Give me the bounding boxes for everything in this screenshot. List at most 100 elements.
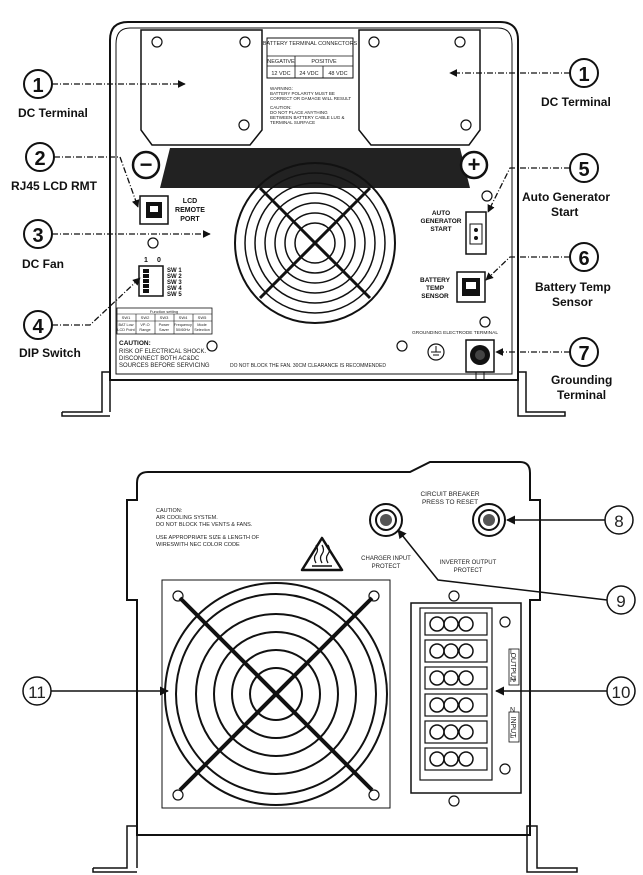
ac-fan-icon: [161, 579, 391, 809]
caution-line-1: CAUTION:: [270, 105, 292, 110]
top-panel: − + BATTERY TERMINAL CONNECTORS NEGATIVE…: [61, 21, 566, 417]
charger-label-2: PROTECT: [372, 564, 401, 570]
callout-6-number: 6: [578, 248, 589, 270]
dip-r2-5: Mode: [197, 323, 207, 327]
warning-line-2: BATTERY POLARITY MUST BE: [270, 91, 335, 96]
sw1-label: SW 1: [167, 268, 182, 274]
top-caution-1: RISK OF ELECTRICAL SHOCK.: [119, 349, 206, 355]
bts-label-1: BATTERY: [420, 277, 451, 284]
top-caution-title: CAUTION:: [119, 340, 151, 347]
dip-col-1: SW1: [122, 315, 131, 320]
callout-11-number: 11: [28, 683, 46, 702]
dip-switch: 1 0 SW 1 SW 2 SW 3 SW 4 SW 5: [138, 257, 182, 298]
dip-function-table: Function setting SW1 SW2 SW3 SW4 SW5 BAT…: [116, 307, 213, 335]
hot-surface-warning-icon: [300, 536, 344, 572]
callout-8-number: 8: [614, 512, 623, 531]
dip-col-5: SW5: [198, 315, 207, 320]
callout-6-label-1: Battery Temp: [535, 280, 611, 294]
bottom-caution-4: USE APPROPRIATE SIZE & LENGTH OF: [156, 535, 260, 541]
plus-symbol: +: [468, 152, 481, 177]
v24-label: 24 VDC: [299, 71, 318, 77]
callout-5-label-1: Auto Generator: [522, 190, 610, 204]
dip-col-3: SW3: [160, 315, 169, 320]
bottom-caution-3: DO NOT BLOCK THE VENTS & FANS.: [156, 522, 253, 528]
positive-label: POSITIVE: [311, 59, 337, 65]
callout-9-number: 9: [616, 592, 625, 611]
callout-3-number: 3: [32, 225, 43, 247]
callout-5-label-2: Start: [551, 205, 578, 219]
charger-label-1: CHARGER INPUT: [361, 556, 411, 562]
ac-terminal-block: L N N L OUTPUT INPUT: [410, 590, 522, 807]
minus-symbol: −: [140, 152, 153, 177]
inverter-output-breaker: [472, 503, 506, 537]
bottom-caution-5: WIRESWITH NEC COLOR CODE: [156, 542, 240, 548]
breaker-label-1: CIRCUIT BREAKER: [420, 491, 479, 498]
callout-2-number: 2: [34, 148, 45, 170]
charger-input-breaker: [369, 503, 403, 537]
ground-symbol-icon: [427, 343, 445, 361]
dip-r3-1: LCD Point: [117, 328, 135, 332]
connector-table: BATTERY TERMINAL CONNECTORS NEGATIVE POS…: [263, 37, 358, 125]
lcd-label-1: LCD: [183, 198, 197, 205]
dip-r2-3: Power: [159, 323, 170, 327]
caution-line-4: TERMINAL SURFACE: [270, 120, 315, 125]
callout-6-label-2: Sensor: [552, 295, 593, 309]
callout-7-label-2: Terminal: [557, 388, 606, 402]
negative-label: NEGATIVE: [267, 59, 295, 65]
bottom-panel: CAUTION: AIR COOLING SYSTEM. DO NOT BLOC…: [92, 461, 578, 873]
bottom-callouts: 8 9 10 11: [22, 505, 636, 706]
dip-col-2: SW2: [141, 315, 150, 320]
dip-on-label: 1: [144, 257, 148, 264]
dip-r2-1: BAT Low: [118, 323, 133, 327]
callout-10-number: 10: [612, 683, 631, 702]
sw4-label: SW 4: [167, 286, 182, 292]
terminal-n-input: N: [510, 707, 515, 714]
agen-label-1: AUTO: [432, 210, 450, 217]
connector-title: BATTERY TERMINAL CONNECTORS: [263, 41, 358, 47]
dip-table-title: Function setting: [150, 309, 178, 314]
rj45-lcd-port: [139, 195, 169, 249]
dip-col-4: SW4: [179, 315, 188, 320]
sw5-label: SW 5: [167, 292, 182, 298]
caution-line-2: DO NOT PLACE ANYTHING: [270, 110, 328, 115]
inverter-label-1: INVERTER OUTPUT: [440, 560, 497, 566]
callout-3-label: DC Fan: [22, 257, 64, 271]
lcd-label-2: REMOTE: [175, 207, 205, 214]
lcd-label-3: PORT: [180, 216, 200, 223]
callout-4-label: DIP Switch: [19, 346, 81, 360]
dip-r2-4: Frequency: [174, 323, 192, 327]
dc-fan-icon: [234, 162, 396, 324]
breaker-label-2: PRESS TO RESET: [422, 499, 478, 506]
callout-7-label-1: Grounding: [551, 373, 612, 387]
terminal-l-output: L: [510, 649, 514, 656]
callout-1-left-number: 1: [32, 75, 43, 97]
dip-r3-4: 50/60Hz: [176, 328, 190, 332]
bts-label-3: SENSOR: [421, 293, 449, 300]
warning-line-1: WARNING:: [270, 86, 293, 91]
sw2-label: SW 2: [167, 274, 182, 280]
dip-r3-3: Saver: [159, 328, 170, 332]
sw3-label: SW 3: [167, 280, 182, 286]
grounding-electrode-label: GROUNDING ELECTRODE TERMINAL: [412, 330, 498, 336]
inverter-label-2: PROTECT: [454, 568, 483, 574]
fan-clearance-note: DO NOT BLOCK THE FAN. 30CM CLEARANCE IS …: [230, 363, 386, 369]
callout-7-number: 7: [578, 343, 589, 365]
agen-label-2: GENERATOR: [421, 218, 462, 225]
caution-line-3: BETWEEN BATTERY CABLE LUG &: [270, 115, 345, 120]
bottom-caution-2: AIR COOLING SYSTEM.: [156, 515, 218, 521]
callout-1-right-label: DC Terminal: [541, 95, 611, 109]
top-caution-2: DISCONNECT BOTH AC&DC: [119, 356, 200, 362]
bottom-caution-1: CAUTION:: [156, 508, 183, 514]
bts-label-2: TEMP: [426, 285, 445, 292]
dip-r2-2: VP-O: [140, 323, 149, 327]
dip-r3-2: Range: [139, 328, 150, 332]
callout-1-right-number: 1: [578, 64, 589, 86]
callout-5-number: 5: [578, 159, 589, 181]
terminal-n-output: N: [510, 677, 515, 684]
top-caution-3: SOURCES BEFORE SERVICING: [119, 363, 210, 369]
terminal-l-input: L: [510, 733, 514, 740]
terminal-output-label: OUTPUT: [509, 653, 516, 683]
agen-label-3: START: [430, 226, 451, 233]
callout-4-number: 4: [32, 316, 44, 338]
callout-2-label: RJ45 LCD RMT: [11, 179, 98, 193]
